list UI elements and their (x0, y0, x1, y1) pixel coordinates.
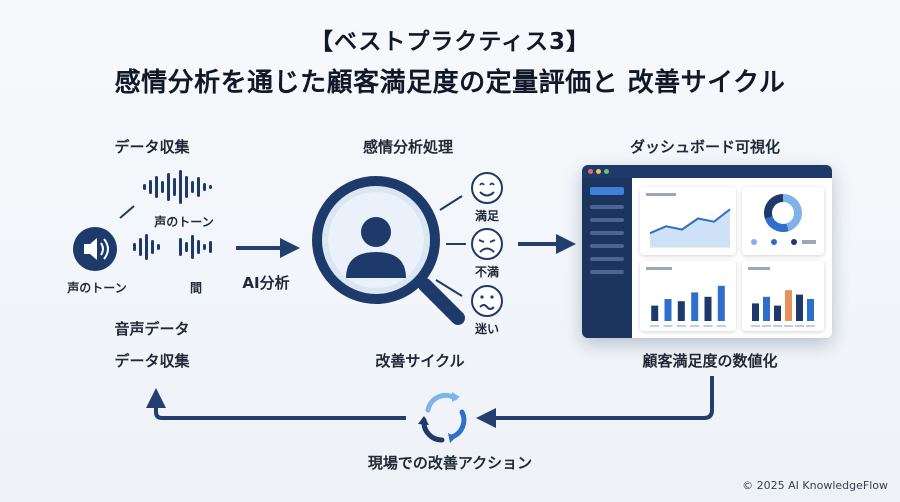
field-action-label: 現場での改善アクション (367, 454, 533, 472)
sidebar-item (590, 257, 624, 261)
window-dot-yellow (596, 169, 601, 174)
bar (752, 303, 759, 321)
arrow-action-to-collection (146, 388, 406, 420)
bar (664, 299, 672, 321)
bar (704, 296, 712, 321)
bar-chart-2 (748, 267, 815, 327)
sidebar-item-home (590, 187, 624, 195)
pause-label: 間 (189, 281, 203, 295)
bar-tick (784, 325, 793, 327)
emotion-label-satisfied: 満足 (474, 209, 500, 223)
speaker-icon (73, 227, 117, 271)
donut-slice (764, 194, 784, 219)
emotion-label-hesitant: 迷い (474, 322, 500, 336)
sidebar-item (590, 270, 624, 274)
sidebar-item (590, 231, 624, 235)
bar (717, 285, 725, 321)
bar-tick (676, 325, 686, 327)
dashboard-mockup (582, 165, 832, 338)
data-collection-label: データ収集 (114, 352, 190, 370)
improvement-cycle-label: 改善サイクル (375, 352, 465, 370)
bar-chart-panel-1 (640, 261, 736, 331)
window-dot-green (604, 169, 609, 174)
bar (691, 292, 699, 321)
bar (774, 305, 781, 321)
bar-tick (650, 325, 660, 327)
speaker-label: 声のトーン (67, 281, 127, 295)
sound-wave-top-icon (143, 170, 212, 204)
confused-face-icon (471, 285, 503, 317)
satisfaction-quantification-label: 顧客満足度の数値化 (642, 352, 778, 370)
donut-slice (764, 216, 789, 232)
title-line-2: 感情分析を通じた顧客満足度の定量評価と 改善サイクル (114, 68, 786, 98)
line-chart-panel (640, 187, 736, 255)
cycle-arrowheads (418, 392, 460, 443)
magnifier-person-icon (312, 176, 465, 325)
bar-tick (751, 325, 760, 327)
title-line-1: 【ベストプラクティス3】 (309, 29, 591, 55)
bar-tick (762, 325, 771, 327)
dashboard-titlebar (582, 165, 832, 178)
donut-slice (782, 194, 802, 232)
wave-label-top: 声のトーン (154, 215, 214, 229)
bar (807, 299, 814, 321)
bar-tick (716, 325, 726, 327)
copyright: © 2025 AI KnowledgeFlow (742, 479, 888, 492)
bar (677, 301, 685, 321)
line-chart (646, 193, 731, 248)
bar (796, 294, 803, 321)
donut-chart (751, 194, 816, 245)
bar (763, 296, 770, 321)
bar-tick (806, 325, 815, 327)
bar-chart-1 (646, 267, 726, 327)
bar-tick (663, 325, 673, 327)
sidebar-item (590, 205, 624, 209)
bar-chart-panel-2 (742, 261, 824, 331)
frown-face-icon (471, 228, 503, 260)
bar-tick (773, 325, 782, 327)
sidebar-item (590, 244, 624, 248)
heading-analysis: 感情分析処理 (362, 138, 454, 156)
sound-wave-bottom-icon (133, 234, 212, 260)
arrow-dashboard-to-action (476, 376, 714, 428)
bar (785, 290, 792, 321)
ai-analysis-label: AI分析 (242, 274, 290, 292)
bar (651, 305, 659, 321)
heading-data-collection: データ収集 (114, 138, 190, 156)
sidebar-item (590, 218, 624, 222)
heading-dashboard: ダッシュボード可視化 (629, 138, 781, 156)
bar-tick (690, 325, 700, 327)
window-dot-red (588, 169, 593, 174)
bar-tick (795, 325, 804, 327)
emotion-label-dissatisfied: 不満 (474, 265, 500, 279)
cycle-arrows-icon (421, 392, 467, 443)
bar-tick (703, 325, 713, 327)
audio-data-label: 音声データ (114, 320, 190, 338)
smile-face-icon (471, 172, 503, 204)
dashboard-sidebar (582, 178, 632, 338)
donut-chart-panel (742, 187, 824, 255)
